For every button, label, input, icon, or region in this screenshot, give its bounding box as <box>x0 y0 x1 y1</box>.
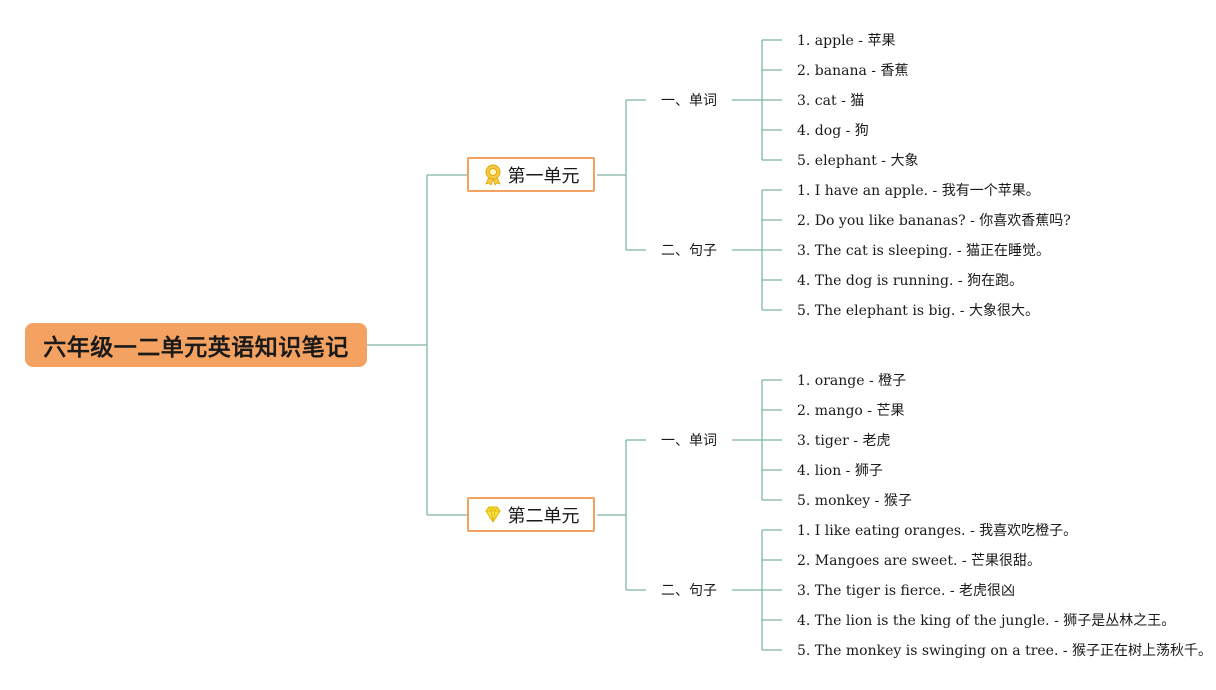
leaf-item[interactable]: 3. The cat is sleeping. - 猫正在睡觉。 <box>797 243 1051 259</box>
ribbon-award-icon <box>484 164 501 186</box>
leaf-item[interactable]: 5. The elephant is big. - 大象很大。 <box>797 303 1039 319</box>
unit-2-node[interactable]: 第二单元 <box>467 497 595 532</box>
leaf-item[interactable]: 3. cat - 猫 <box>797 93 865 109</box>
leaf-item[interactable]: 4. The lion is the king of the jungle. -… <box>797 613 1176 629</box>
diamond-icon <box>484 505 501 523</box>
connector-u2-sentences <box>732 529 782 651</box>
connector-u2-words <box>732 379 782 501</box>
leaf-item[interactable]: 1. apple - 苹果 <box>797 33 896 49</box>
section-u1-sentences[interactable]: 二、句子 <box>661 243 717 259</box>
connector-root <box>367 174 467 516</box>
leaf-item[interactable]: 5. monkey - 猴子 <box>797 493 912 509</box>
leaf-item[interactable]: 4. The dog is running. - 狗在跑。 <box>797 273 1024 289</box>
section-u2-sentences[interactable]: 二、句子 <box>661 583 717 599</box>
leaf-item[interactable]: 1. orange - 橙子 <box>797 373 907 389</box>
root-title[interactable]: 六年级一二单元英语知识笔记 <box>25 323 367 367</box>
leaf-item[interactable]: 3. The tiger is fierce. - 老虎很凶 <box>797 583 1016 599</box>
unit-1-node[interactable]: 第一单元 <box>467 157 595 192</box>
leaf-item[interactable]: 2. banana - 香蕉 <box>797 63 909 79</box>
connector-u1-words <box>732 39 782 161</box>
leaf-item[interactable]: 5. elephant - 大象 <box>797 153 919 169</box>
leaf-item[interactable]: 4. lion - 狮子 <box>797 463 883 479</box>
leaf-item[interactable]: 1. I have an apple. - 我有一个苹果。 <box>797 183 1040 199</box>
unit-2-label: 第二单元 <box>507 505 580 527</box>
connector-unit-2 <box>597 439 646 591</box>
leaf-item[interactable]: 2. mango - 芒果 <box>797 403 905 419</box>
connector-u1-sentences <box>732 189 782 311</box>
connector-unit-1 <box>597 99 646 251</box>
unit-1-label: 第一单元 <box>507 165 580 187</box>
section-u2-words[interactable]: 一、单词 <box>661 433 717 449</box>
leaf-item[interactable]: 1. I like eating oranges. - 我喜欢吃橙子。 <box>797 523 1078 539</box>
leaf-item[interactable]: 2. Mangoes are sweet. - 芒果很甜。 <box>797 553 1042 569</box>
section-u1-words[interactable]: 一、单词 <box>661 93 717 109</box>
leaf-item[interactable]: 5. The monkey is swinging on a tree. - 猴… <box>797 643 1213 659</box>
leaf-item[interactable]: 2. Do you like bananas? - 你喜欢香蕉吗? <box>797 213 1071 229</box>
leaf-item[interactable]: 3. tiger - 老虎 <box>797 433 891 449</box>
leaf-item[interactable]: 4. dog - 狗 <box>797 123 869 139</box>
